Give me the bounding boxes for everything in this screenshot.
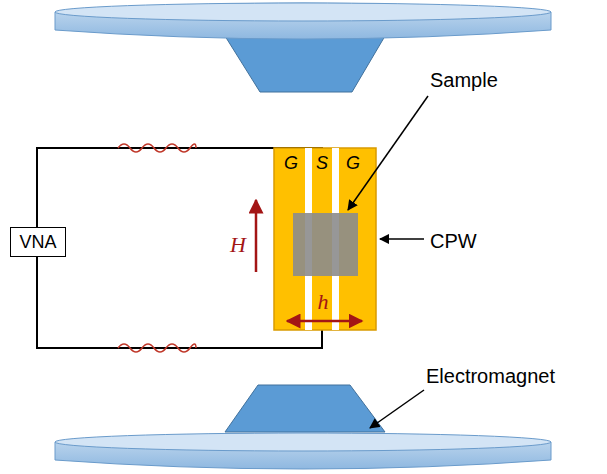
sample-film — [293, 213, 358, 276]
leader-line — [348, 96, 428, 210]
electromagnet-top — [55, 3, 551, 92]
leader-line — [380, 238, 424, 240]
callout-label: Electromagnet — [426, 366, 555, 386]
electromagnet-bottom — [55, 385, 551, 469]
signal-label: S — [316, 154, 328, 172]
instrument-name: VNA — [19, 232, 56, 253]
leader-line — [370, 390, 424, 428]
callout-label: CPW — [430, 231, 477, 251]
microwave-signal — [118, 144, 196, 352]
instrument-box: VNA — [10, 227, 66, 257]
ground-label: G — [284, 154, 298, 172]
field-symbol: H — [230, 234, 246, 256]
width-symbol: h — [318, 291, 329, 313]
coplanar-waveguide — [274, 148, 376, 330]
ground-label: G — [346, 154, 360, 172]
field-arrow — [255, 200, 258, 272]
callout-label: Sample — [430, 70, 498, 90]
width-arrow — [287, 320, 362, 323]
